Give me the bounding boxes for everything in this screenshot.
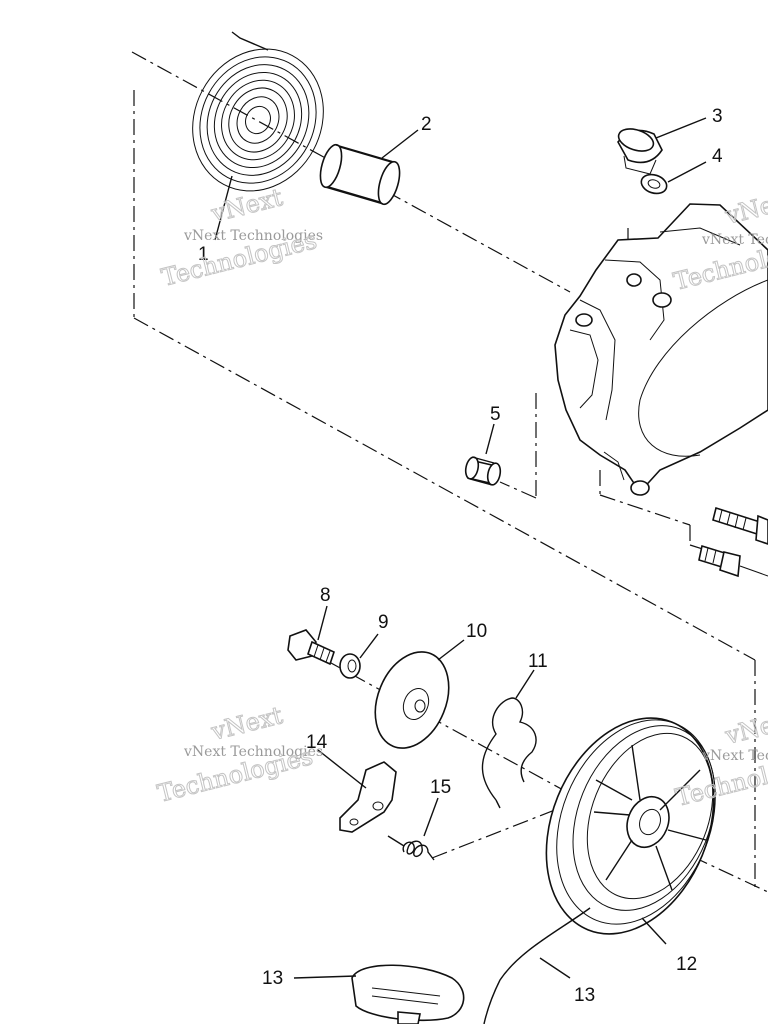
watermark-text: vNext Technologies <box>701 748 768 764</box>
watermark-text: vNext <box>208 701 286 746</box>
pawl <box>339 761 397 833</box>
washer-9 <box>339 653 361 679</box>
wire-clip <box>481 697 537 809</box>
callout-1: 1 <box>198 244 209 265</box>
callout-14: 14 <box>306 732 328 753</box>
callout-13-handle: 13 <box>262 968 283 989</box>
callout-4: 4 <box>712 146 723 167</box>
watermark-text: vNext <box>208 183 286 228</box>
starter-handle <box>351 964 465 1024</box>
watermark-lower-left: vNext vNext Technologies Technologies <box>154 701 323 809</box>
collar <box>464 456 502 486</box>
callout-13-rope: 13 <box>574 985 595 1006</box>
bushing <box>319 143 401 206</box>
recoil-spring <box>192 31 324 192</box>
starter-housing <box>554 203 768 496</box>
callout-3: 3 <box>712 106 723 127</box>
callout-5: 5 <box>490 404 501 425</box>
watermark-text: vNext Technologies <box>183 228 323 244</box>
watermark-text: vNext <box>722 705 768 750</box>
watermark-text: vNext Technologies <box>701 232 768 248</box>
callout-8: 8 <box>320 585 331 606</box>
callout-11: 11 <box>528 651 548 672</box>
callout-12: 12 <box>676 954 697 975</box>
watermark-upper-left: vNext vNext Technologies Technologies <box>158 183 323 293</box>
housing-bolt-lower <box>698 544 768 578</box>
rope-pulley <box>545 717 716 935</box>
plug <box>617 128 663 175</box>
pawl-spring <box>387 835 435 861</box>
bolt-8 <box>287 629 335 666</box>
callout-15: 15 <box>430 777 451 798</box>
leader-lines <box>214 117 707 979</box>
starter-rope <box>483 907 591 1024</box>
callout-2: 2 <box>421 114 432 135</box>
housing-bolt-upper <box>712 506 768 545</box>
watermark-text: vNext Technologies <box>183 744 323 760</box>
watermark-text: vNext <box>722 185 768 230</box>
callout-10: 10 <box>466 621 487 642</box>
friction-plate <box>374 651 450 749</box>
callout-labels: 1 2 3 4 5 8 9 10 11 12 13 13 14 15 <box>198 106 723 1006</box>
washer-4 <box>640 173 668 195</box>
callout-9: 9 <box>378 612 389 633</box>
